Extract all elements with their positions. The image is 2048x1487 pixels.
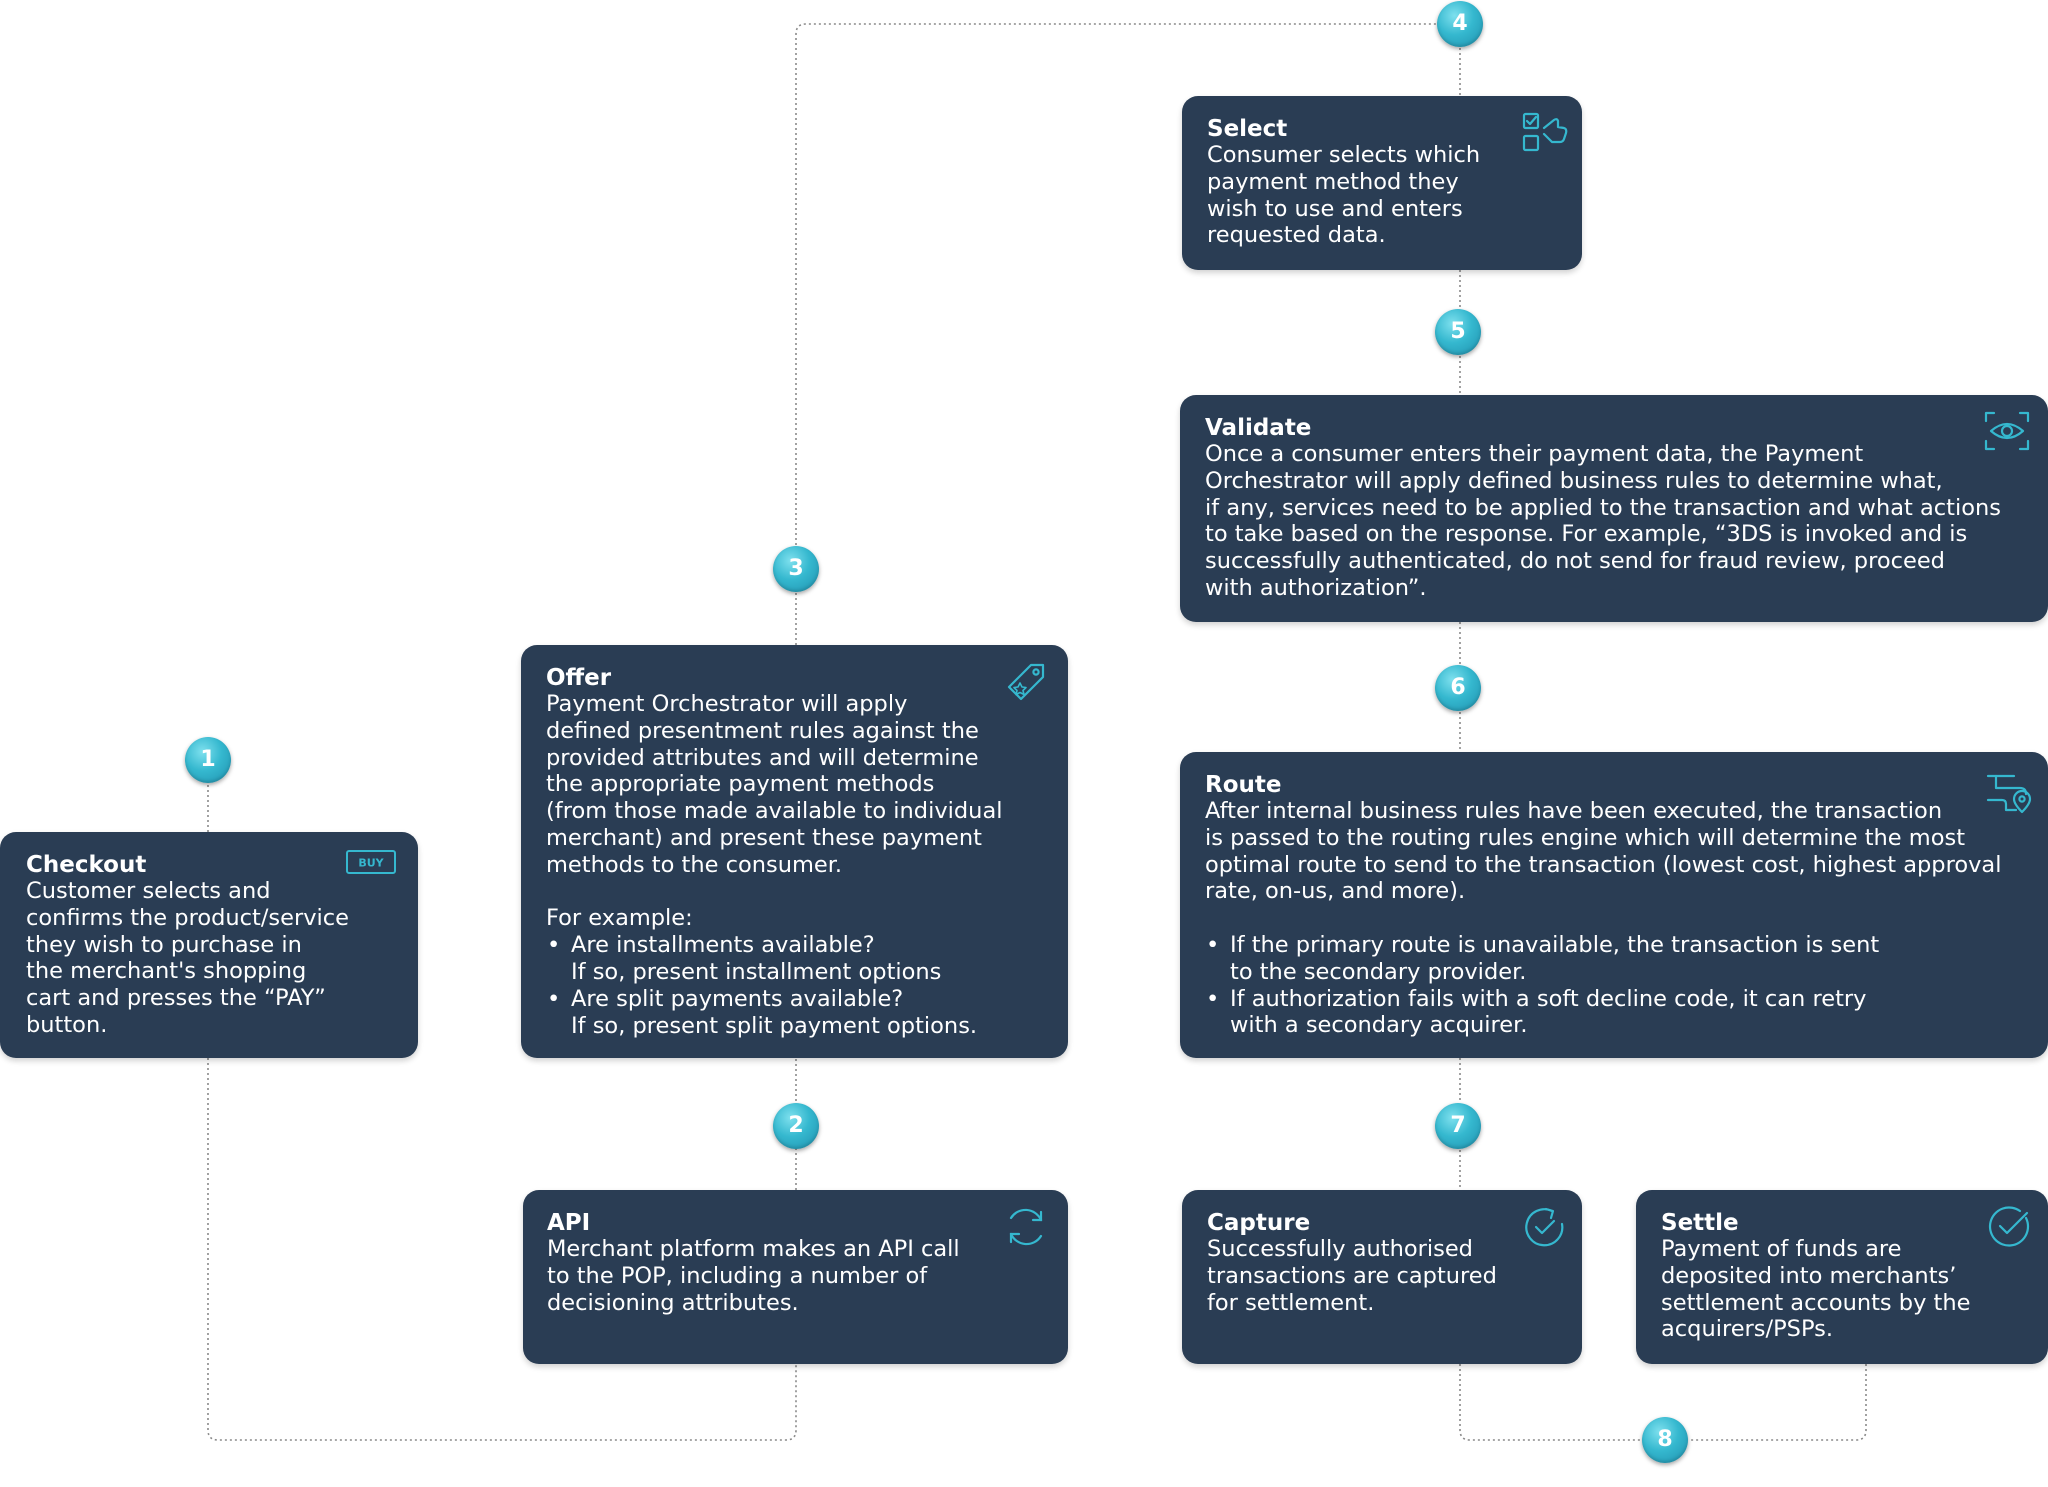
step-offer-bullets: Are installments available? If so, prese… xyxy=(546,932,1048,1039)
connector-checkout-api xyxy=(207,1058,797,1441)
step-select-title: Select xyxy=(1207,116,1288,142)
step-checkout-text: Customer selects and confirms the produc… xyxy=(26,878,350,1038)
step-number-2: 2 xyxy=(773,1103,819,1149)
connector-capture-8 xyxy=(1459,1364,1640,1441)
route-pin-icon xyxy=(1984,770,2032,816)
step-route-bullets: If the primary route is unavailable, the… xyxy=(1205,932,2028,1039)
step-number-5: 5 xyxy=(1435,309,1481,355)
step-route-box: Route After internal business rules have… xyxy=(1180,752,2048,1058)
refresh-icon xyxy=(1003,1204,1049,1250)
step-validate-box: Validate Once a consumer enters their pa… xyxy=(1180,395,2048,622)
step-api-text: Merchant platform makes an API call to t… xyxy=(547,1236,960,1316)
step-number-8: 8 xyxy=(1642,1417,1688,1463)
connector-settle-8 xyxy=(1690,1364,1867,1441)
step-number-1: 1 xyxy=(185,737,231,783)
step-route-bullet: If the primary route is unavailable, the… xyxy=(1206,932,2028,986)
step-settle-text: Payment of funds are deposited into merc… xyxy=(1661,1236,1971,1343)
step-route-title: Route xyxy=(1205,772,1282,798)
step-offer-bullet: Are installments available? If so, prese… xyxy=(547,932,1048,986)
step-capture-text: Successfully authorised transactions are… xyxy=(1207,1236,1497,1316)
connector-3-4 xyxy=(795,23,1436,545)
step-validate-text: Once a consumer enters their payment dat… xyxy=(1205,441,2001,601)
price-tag-icon xyxy=(1001,659,1049,707)
step-number-6: 6 xyxy=(1435,665,1481,711)
step-route-bullet: If authorization fails with a soft decli… xyxy=(1206,986,2028,1040)
step-number-3: 3 xyxy=(773,546,819,592)
step-offer-box: Offer Payment Orchestrator will apply de… xyxy=(521,645,1068,1058)
step-offer-text: Payment Orchestrator will apply defined … xyxy=(546,691,1003,878)
step-settle-box: Settle Payment of funds are deposited in… xyxy=(1636,1190,2048,1364)
step-number-4: 4 xyxy=(1437,1,1483,47)
step-capture-box: Capture Successfully authorised transact… xyxy=(1182,1190,1582,1364)
buy-tag-icon: BUY xyxy=(346,850,396,874)
eye-scan-icon xyxy=(1984,411,2030,451)
step-offer-title: Offer xyxy=(546,665,612,691)
step-api-title: API xyxy=(547,1210,591,1236)
step-route-text: After internal business rules have been … xyxy=(1205,798,2002,905)
step-checkout-box: Checkout Customer selects and confirms t… xyxy=(0,832,418,1058)
step-api-box: API Merchant platform makes an API call … xyxy=(523,1190,1068,1364)
step-offer-bullet: Are split payments available? If so, pre… xyxy=(547,986,1048,1040)
step-select-text: Consumer selects which payment method th… xyxy=(1207,142,1481,249)
buy-badge-text: BUY xyxy=(358,857,384,870)
step-select-box: Select Consumer selects which payment me… xyxy=(1182,96,1582,270)
step-checkout-title: Checkout xyxy=(26,852,147,878)
checklist-tap-icon xyxy=(1520,110,1570,156)
check-circle-icon xyxy=(1986,1204,2032,1250)
step-capture-title: Capture xyxy=(1207,1210,1311,1236)
step-number-7: 7 xyxy=(1435,1103,1481,1149)
step-settle-title: Settle xyxy=(1661,1210,1739,1236)
check-cycle-icon xyxy=(1522,1204,1568,1250)
step-validate-title: Validate xyxy=(1205,415,1312,441)
step-offer-example-label: For example: xyxy=(546,905,693,932)
